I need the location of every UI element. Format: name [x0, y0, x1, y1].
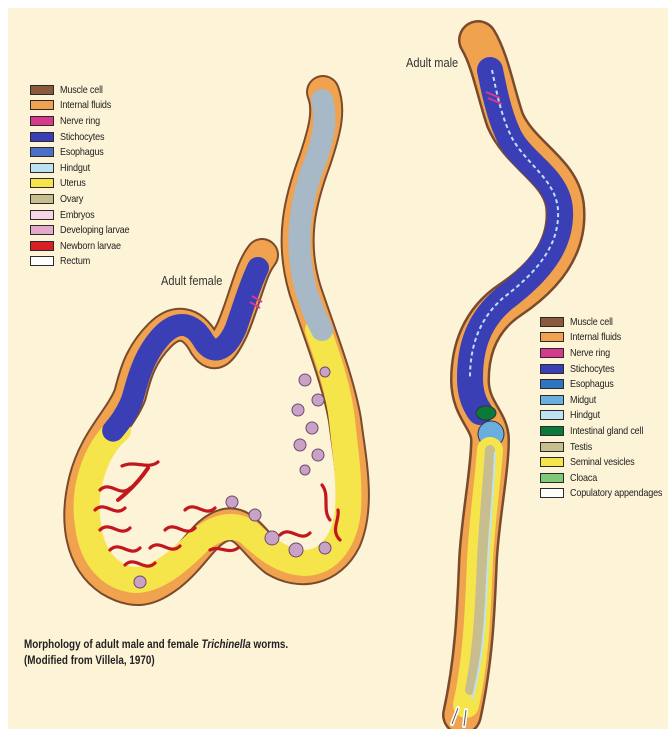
figure-caption: Morphology of adult male and female Tric… — [24, 637, 385, 669]
legend-swatch — [30, 256, 54, 266]
legend-label: Intestinal gland cell — [570, 425, 643, 437]
legend-label: Midgut — [570, 394, 596, 406]
legend-swatch — [540, 317, 564, 327]
legend-swatch — [540, 426, 564, 436]
legend-item: Nerve ring — [540, 345, 668, 361]
legend-item: Ovary — [30, 191, 141, 207]
legend-item: Embryos — [30, 207, 141, 223]
legend-item: Hindgut — [540, 408, 668, 424]
legend-swatch — [30, 241, 54, 251]
legend-item: Developing larvae — [30, 222, 141, 238]
legend-label: Stichocytes — [570, 363, 614, 375]
legend-label: Copulatory appendages — [570, 487, 662, 499]
legend-swatch — [30, 194, 54, 204]
legend-swatch — [540, 379, 564, 389]
legend-label: Embryos — [60, 209, 94, 221]
legend-swatch — [30, 85, 54, 95]
legend-label: Hindgut — [570, 409, 600, 421]
legend-item: Esophagus — [540, 376, 668, 392]
legend-swatch — [30, 225, 54, 235]
legend-label: Testis — [570, 441, 592, 453]
legend-swatch — [540, 442, 564, 452]
legend-male: Muscle cell Internal fluids Nerve ring S… — [540, 314, 668, 501]
legend-label: Hindgut — [60, 162, 90, 174]
legend-swatch — [30, 147, 54, 157]
legend-item: Hindgut — [30, 160, 141, 176]
legend-item: Muscle cell — [540, 314, 668, 330]
legend-label: Esophagus — [60, 146, 104, 158]
legend-item: Intestinal gland cell — [540, 423, 668, 439]
legend-label: Ovary — [60, 193, 83, 205]
legend-label: Internal fluids — [570, 331, 621, 343]
legend-item: Nerve ring — [30, 113, 141, 129]
legend-label: Rectum — [60, 255, 90, 267]
legend-item: Rectum — [30, 254, 141, 270]
legend-swatch — [540, 364, 564, 374]
legend-label: Nerve ring — [570, 347, 610, 359]
legend-label: Developing larvae — [60, 224, 129, 236]
legend-swatch — [540, 332, 564, 342]
legend-item: Newborn larvae — [30, 238, 141, 254]
legend-item: Testis — [540, 439, 668, 455]
legend-swatch — [540, 473, 564, 483]
legend-swatch — [540, 348, 564, 358]
legend-swatch — [540, 395, 564, 405]
legend-item: Seminal vesicles — [540, 454, 668, 470]
legend-swatch — [30, 100, 54, 110]
legend-swatch — [30, 178, 54, 188]
legend-swatch — [30, 210, 54, 220]
legend-swatch — [30, 116, 54, 126]
legend-item: Internal fluids — [540, 330, 668, 346]
legend-female: Muscle cell Internal fluids Nerve ring S… — [30, 82, 141, 269]
legend-item: Stichocytes — [540, 361, 668, 377]
adult-female-label: Adult female — [161, 273, 222, 288]
caption-source: (Modified from Villela, 1970) — [24, 655, 155, 667]
legend-item: Midgut — [540, 392, 668, 408]
caption-text: worms. — [251, 639, 288, 651]
legend-item: Internal fluids — [30, 98, 141, 114]
legend-label: Nerve ring — [60, 115, 100, 127]
legend-item: Uterus — [30, 176, 141, 192]
legend-swatch — [540, 457, 564, 467]
legend-label: Uterus — [60, 177, 86, 189]
legend-swatch — [540, 410, 564, 420]
legend-label: Muscle cell — [60, 84, 103, 96]
legend-label: Newborn larvae — [60, 240, 121, 252]
adult-male-label: Adult male — [406, 55, 458, 70]
caption-genus: Trichinella — [201, 639, 250, 651]
legend-label: Cloaca — [570, 472, 597, 484]
legend-item: Muscle cell — [30, 82, 141, 98]
caption-text: Morphology of adult male and female — [24, 639, 201, 651]
legend-item: Stichocytes — [30, 129, 141, 145]
legend-label: Internal fluids — [60, 99, 111, 111]
legend-item: Copulatory appendages — [540, 486, 668, 502]
legend-swatch — [30, 163, 54, 173]
legend-swatch — [30, 132, 54, 142]
legend-item: Cloaca — [540, 470, 668, 486]
legend-swatch — [540, 488, 564, 498]
legend-label: Esophagus — [570, 378, 614, 390]
legend-label: Seminal vesicles — [570, 456, 635, 468]
legend-label: Stichocytes — [60, 131, 104, 143]
legend-label: Muscle cell — [570, 316, 613, 328]
legend-item: Esophagus — [30, 144, 141, 160]
